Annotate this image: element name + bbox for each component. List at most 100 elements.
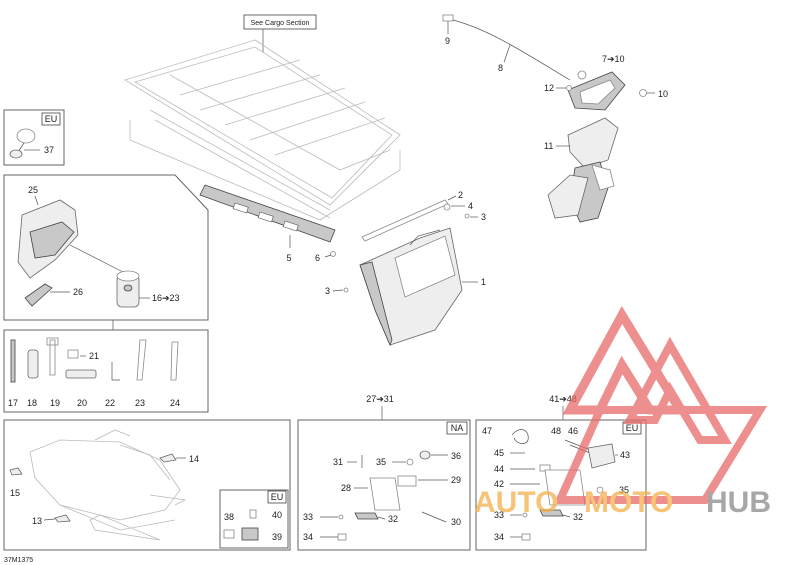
reflector-part-14 [159, 453, 177, 463]
cargo-note: See Cargo Section [251, 20, 310, 27]
spacer-part-32-eu [539, 509, 564, 517]
callout-39: 39 [272, 532, 282, 542]
callout-4: 4 [468, 201, 473, 211]
callout-28: 28 [341, 483, 351, 493]
callout-16: 16➔23 [152, 293, 180, 303]
eu-tag-bottom-right: EU [626, 423, 639, 433]
na-plate-kit-panel: NA 31 35 36 28 29 30 32 33 34 [297, 419, 471, 551]
watermark-auto: AUTO [474, 486, 558, 519]
callout-25: 25 [28, 185, 38, 195]
tool-22 [111, 362, 120, 381]
callout-3-upper: 3 [481, 212, 486, 222]
callout-38: 38 [224, 512, 234, 522]
screw-part-6 [330, 251, 336, 257]
mud-flap-part [359, 227, 463, 347]
snowmobile-panel: 15 14 13 EU 38 39 40 [3, 419, 291, 551]
tool-19 [46, 337, 59, 376]
callout-9: 9 [445, 36, 450, 46]
snowmobile-outline [29, 429, 187, 541]
taillight-part [567, 71, 626, 111]
screw-part-34-na [337, 533, 347, 541]
storage-case-part [17, 199, 79, 279]
callout-32-eu: 32 [573, 512, 583, 522]
callout-18: 18 [27, 398, 37, 408]
callout-1: 1 [481, 277, 486, 287]
callout-41: 41➔48 [549, 394, 577, 404]
callout-11: 11 [544, 141, 553, 151]
mirror-part [16, 128, 36, 144]
reflector-part-15 [9, 467, 23, 476]
nut-part-4 [443, 203, 451, 211]
callout-12: 12 [544, 83, 554, 93]
callout-30: 30 [451, 517, 461, 527]
callout-20: 20 [77, 398, 87, 408]
callout-45: 45 [494, 448, 504, 458]
tool-17 [10, 339, 16, 383]
callout-26: 26 [73, 287, 83, 297]
tool-23 [136, 339, 147, 381]
nut-part-35-na [406, 458, 414, 466]
callout-34-na: 34 [303, 532, 313, 542]
callout-5: 5 [286, 253, 291, 263]
callout-34-eu: 34 [494, 532, 504, 542]
callout-22: 22 [105, 398, 115, 408]
callout-33-eu: 33 [494, 510, 504, 520]
tool-18 [27, 349, 39, 379]
tool-20 [65, 369, 97, 379]
callout-44: 44 [494, 464, 504, 474]
callout-29: 29 [451, 475, 461, 485]
side-rail-part [199, 184, 336, 243]
taillight-bracket-part [547, 117, 619, 223]
grommet-part-12 [566, 85, 572, 91]
bolt-part-30 [421, 511, 447, 523]
callout-33-na: 33 [303, 512, 313, 522]
watermark-moto: MOTO [584, 486, 673, 519]
watermark-logo: AUTO MOTO HUB [474, 306, 771, 519]
callout-3-lower: 3 [325, 286, 330, 296]
callout-40: 40 [272, 510, 282, 520]
callout-46: 46 [568, 426, 578, 436]
callout-27: 27➔31 [366, 394, 394, 404]
fuse-part-21 [67, 349, 79, 359]
screw-part-10 [639, 89, 647, 97]
eu-tag-mirror: EU [45, 114, 58, 124]
callout-32-na: 32 [388, 514, 398, 524]
callout-13: 13 [32, 516, 42, 526]
callout-2: 2 [458, 190, 463, 200]
callout-19: 19 [50, 398, 60, 408]
eu-mirror-panel: EU 37 [3, 109, 65, 166]
na-tag: NA [451, 423, 464, 433]
light-part-29 [397, 475, 417, 487]
callout-21: 21 [89, 351, 99, 361]
lamp-part-43 [587, 443, 616, 469]
callout-42: 42 [494, 479, 504, 489]
callout-15: 15 [10, 488, 20, 498]
grommet-part-36 [419, 450, 431, 460]
callout-23: 23 [135, 398, 145, 408]
callout-36: 36 [451, 451, 461, 461]
plate-bracket-part-28 [369, 477, 401, 511]
eu-plate-panel [219, 489, 289, 549]
callout-10: 10 [658, 89, 668, 99]
callout-14: 14 [189, 454, 199, 464]
strap-part [24, 283, 53, 307]
callout-8: 8 [498, 63, 503, 73]
reflector-part-13 [54, 514, 71, 523]
callout-37: 37 [44, 145, 54, 155]
callout-35-eu: 35 [619, 485, 629, 495]
spacer-part-32-na [354, 512, 379, 520]
eu-tag-bottom-left: EU [271, 492, 284, 502]
eu-plate-kit-panel: EU 47 48 46 43 45 44 42 35 32 33 34 [475, 419, 647, 551]
callout-48: 48 [551, 426, 561, 436]
watermark-hub: HUB [706, 486, 771, 519]
nut-part-35-eu [596, 486, 604, 494]
callout-7: 7➔10 [602, 54, 625, 64]
callout-31: 31 [333, 457, 343, 467]
bulb-part [577, 70, 587, 80]
connector-part-9 [442, 14, 454, 22]
callout-43: 43 [620, 450, 630, 460]
callout-6: 6 [315, 253, 320, 263]
cargo-rack-outline [124, 39, 401, 221]
tool-bag-part [116, 270, 140, 308]
